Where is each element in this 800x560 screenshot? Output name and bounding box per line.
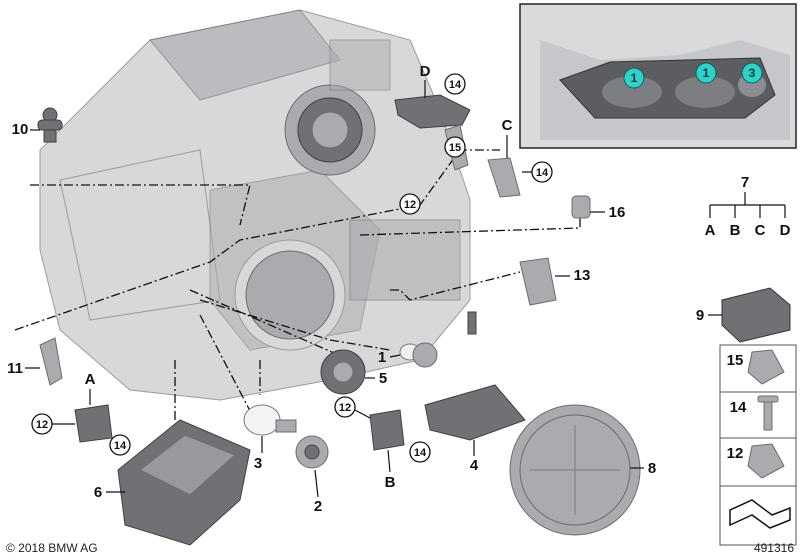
part-6-control-unit (117, 419, 251, 546)
svg-text:6: 6 (94, 484, 102, 501)
svg-text:D: D (420, 63, 431, 80)
svg-text:12: 12 (727, 445, 744, 462)
part-2-socket (295, 435, 329, 469)
part-13-bracket (519, 257, 557, 306)
diagram-number: 491316 (754, 541, 794, 555)
svg-text:14: 14 (730, 399, 747, 416)
part-1-bulb-socket (399, 342, 438, 368)
svg-text:14: 14 (536, 167, 549, 179)
label-11: 11 (7, 360, 40, 377)
tree-parent-label: 7 (741, 174, 749, 191)
svg-text:15: 15 (449, 142, 461, 154)
callout-12-b: 12 (334, 396, 371, 419)
svg-text:B: B (385, 474, 396, 491)
side-panel-item-12: 12 (727, 443, 785, 479)
callout-14-a: 14 (109, 434, 131, 456)
part-d-bracket (394, 94, 471, 129)
svg-text:11: 11 (7, 360, 23, 377)
dash-leaders (14, 149, 581, 431)
callout-12-main: 12 (399, 193, 421, 215)
label-d: D (420, 63, 431, 98)
headlight-housing (39, 9, 471, 401)
copyright-text: © 2018 BMW AG (6, 541, 98, 555)
part-b-connector (369, 409, 405, 451)
side-panel-item-15: 15 (727, 349, 785, 385)
label-16: 16 (590, 204, 625, 221)
svg-text:1: 1 (378, 349, 386, 366)
svg-text:1: 1 (631, 71, 638, 85)
inset-marker-1b: 1 (695, 62, 717, 84)
svg-text:14: 14 (414, 447, 427, 459)
svg-text:14: 14 (449, 79, 462, 91)
svg-text:3: 3 (254, 455, 262, 472)
part-c-bracket (487, 157, 521, 198)
label-3: 3 (254, 436, 263, 472)
part-5-cover (320, 349, 366, 395)
svg-text:15: 15 (727, 352, 744, 369)
svg-text:12: 12 (339, 402, 351, 414)
tree-child-c: C (755, 222, 766, 239)
part-11-bracket (39, 337, 63, 386)
svg-text:8: 8 (648, 460, 656, 477)
callout-15: 15 (444, 136, 466, 158)
svg-text:9: 9 (696, 307, 704, 324)
tree-child-b: B (730, 222, 741, 239)
part-16-cap (571, 195, 591, 219)
tree-child-a: A (705, 222, 716, 239)
svg-text:3: 3 (749, 66, 756, 80)
svg-text:12: 12 (36, 419, 48, 431)
part-4-bracket (424, 384, 526, 441)
svg-text:13: 13 (574, 267, 591, 284)
svg-text:1: 1 (703, 66, 710, 80)
screw-detail (467, 311, 477, 335)
side-panel-arrow-symbol (729, 499, 791, 529)
svg-text:C: C (502, 117, 513, 134)
part-8-cover (509, 404, 641, 536)
tree-child-d: D (780, 222, 791, 239)
svg-text:10: 10 (12, 121, 29, 138)
side-panel-item-14: 14 (730, 395, 779, 431)
inset-marker-3: 3 (741, 62, 763, 84)
label-13: 13 (555, 267, 590, 284)
svg-text:A: A (85, 371, 96, 388)
callout-14-b: 14 (409, 441, 431, 463)
part-10-grommet (37, 107, 63, 143)
part-3-bulb (243, 404, 297, 436)
callout-14-top: 14 (444, 73, 466, 95)
part-a-connector (74, 404, 113, 443)
label-2: 2 (314, 469, 322, 515)
svg-text:5: 5 (379, 370, 387, 387)
label-1: 1 (378, 349, 401, 366)
label-4: 4 (470, 440, 479, 474)
svg-text:12: 12 (404, 199, 416, 211)
label-a: A (85, 371, 96, 405)
side-panel-item-9: 9 (696, 287, 791, 343)
inset-marker-1a: 1 (623, 67, 645, 89)
svg-text:4: 4 (470, 457, 479, 474)
callout-14-c: 14 (522, 161, 553, 183)
svg-text:2: 2 (314, 498, 322, 515)
svg-text:16: 16 (609, 204, 626, 221)
label-6: 6 (94, 484, 125, 501)
svg-text:14: 14 (114, 440, 127, 452)
label-c: C (502, 117, 513, 158)
label-5: 5 (365, 370, 387, 387)
label-8: 8 (630, 460, 656, 477)
callout-12-a: 12 (31, 413, 75, 435)
label-b: B (385, 449, 396, 491)
label-10: 10 (12, 121, 40, 138)
assembly-tree: 7 A B C D (705, 174, 791, 239)
